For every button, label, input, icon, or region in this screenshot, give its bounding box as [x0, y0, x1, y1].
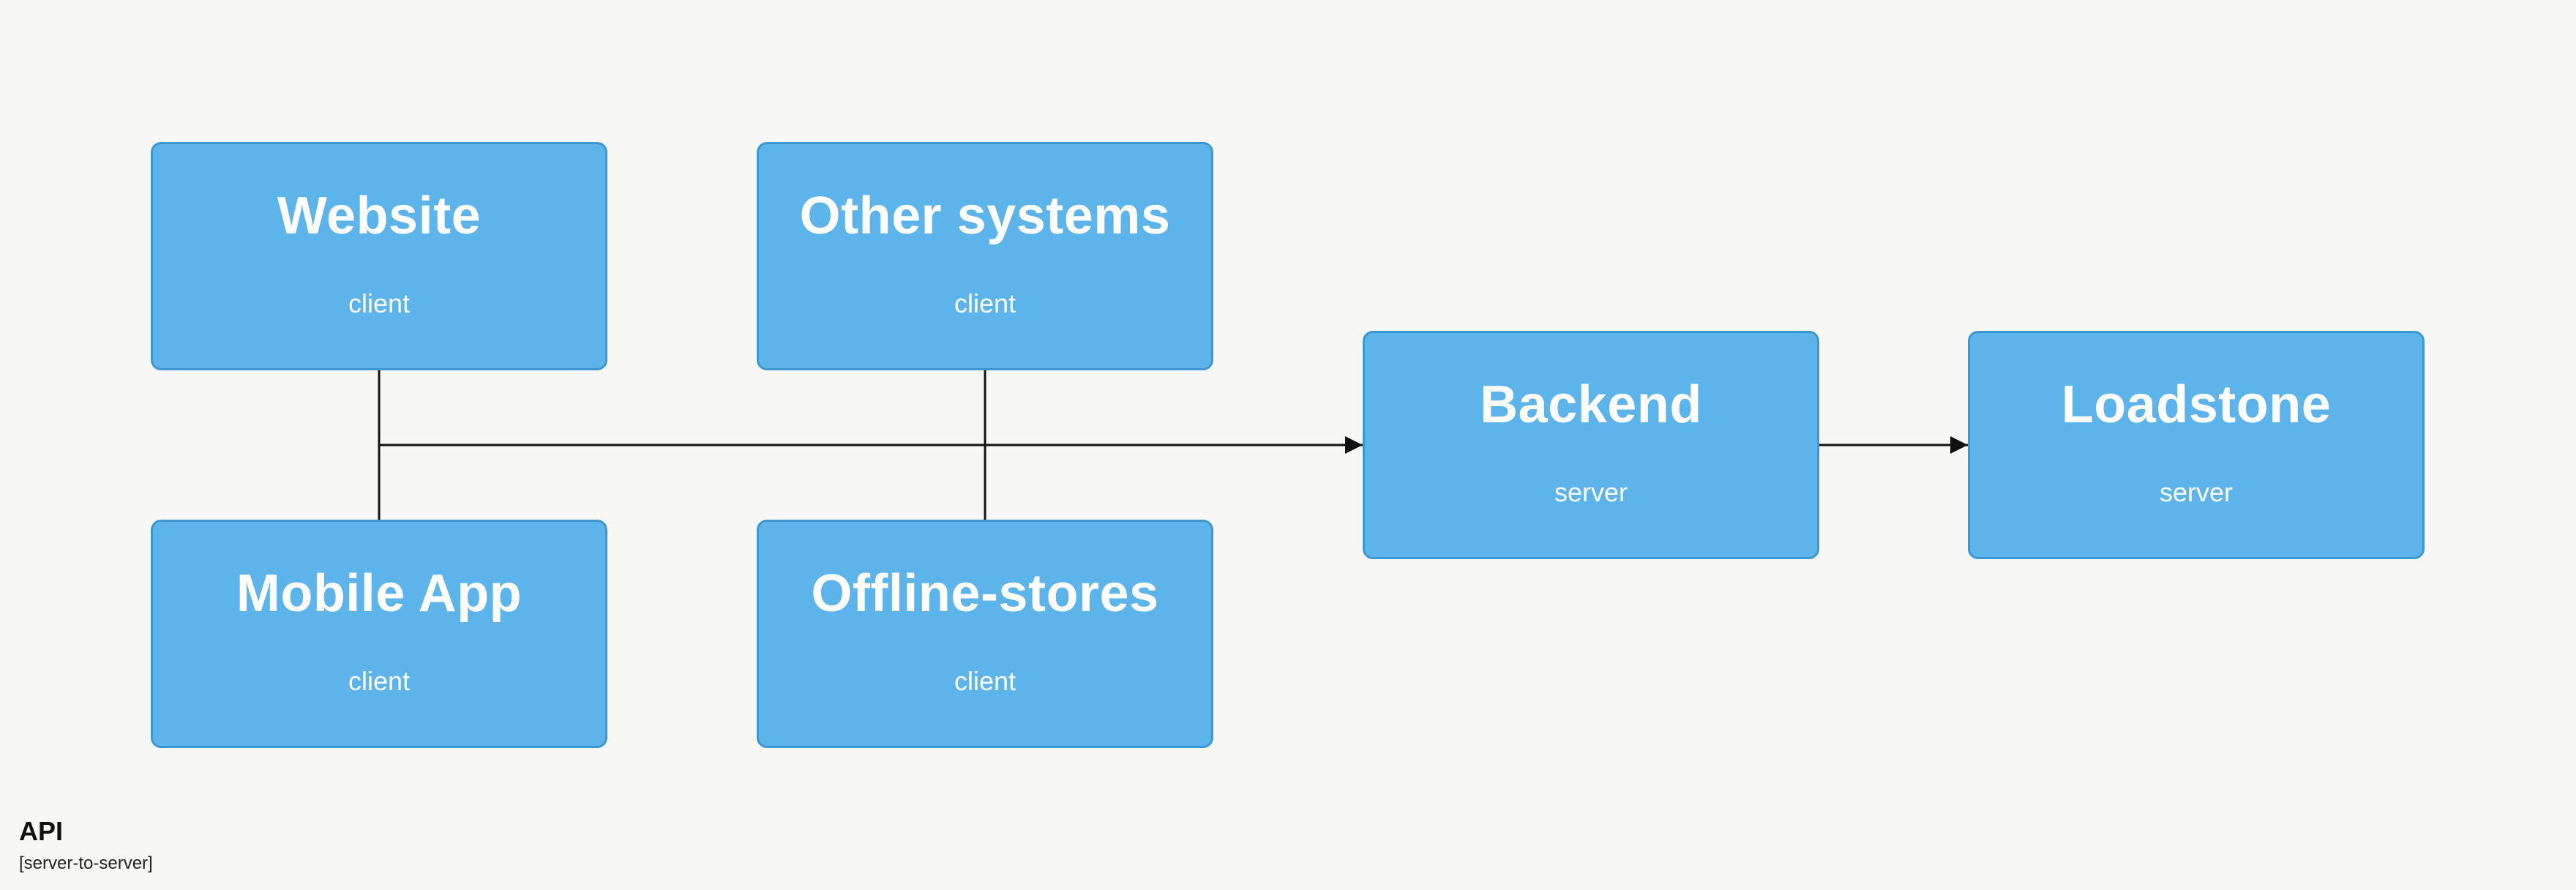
mobile-app-type: client — [348, 666, 411, 696]
offline-stores-node: Offline-stores client — [757, 520, 1213, 748]
website-title: Website — [277, 187, 482, 245]
loadstone-node: Loadstone server — [1968, 331, 2425, 559]
footer-subtitle: [server-to-server] — [19, 853, 153, 873]
website-type: client — [348, 288, 411, 318]
footer-title: API — [19, 816, 64, 846]
loadstone-type: server — [2159, 477, 2234, 507]
mobile-app-title: Mobile App — [236, 564, 523, 623]
other-systems-node: Other systems client — [757, 142, 1213, 370]
loadstone-title: Loadstone — [2061, 375, 2332, 434]
backend-node: Backend server — [1363, 331, 1819, 559]
offline-stores-type: client — [954, 666, 1016, 696]
other-systems-type: client — [954, 288, 1016, 318]
backend-type: server — [1554, 477, 1628, 507]
website-node: Website client — [151, 142, 607, 370]
offline-stores-title: Offline-stores — [811, 564, 1159, 623]
mobile-app-node: Mobile App client — [151, 520, 607, 748]
backend-title: Backend — [1480, 375, 1702, 434]
other-systems-title: Other systems — [799, 187, 1171, 245]
